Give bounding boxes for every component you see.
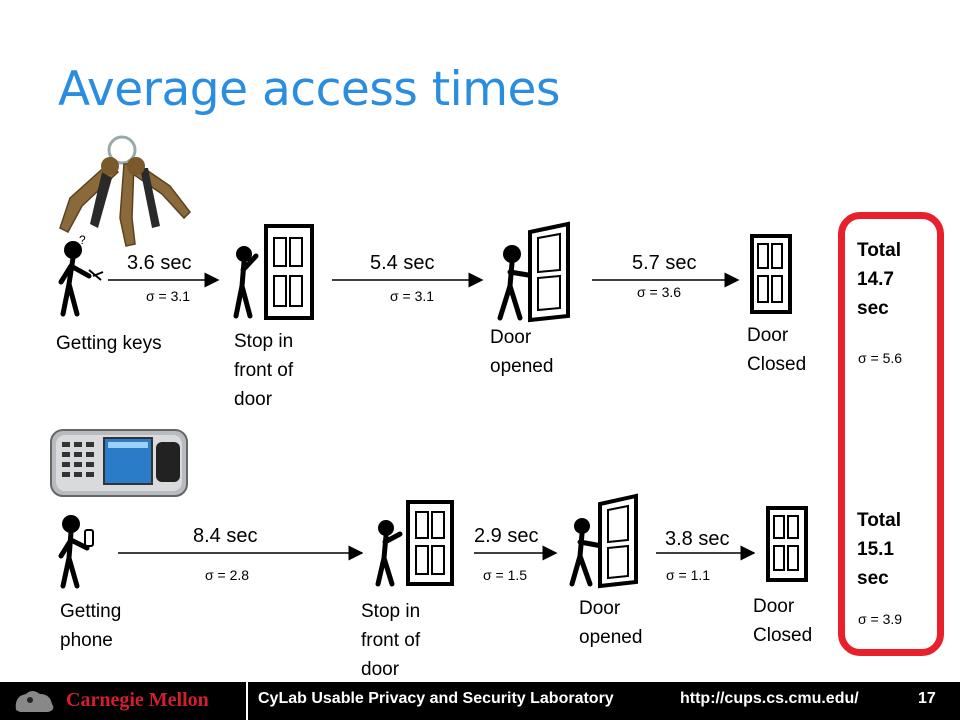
page-number: 17	[918, 690, 936, 707]
phone-step-3-time: 3.8 sec	[665, 528, 730, 550]
keys-total-line-3: sec	[857, 298, 889, 319]
phone-photo-icon	[50, 429, 188, 497]
slide-title: Average access times	[58, 62, 560, 117]
door-opened-phone-icon	[569, 493, 638, 589]
phone-step-2-time: 2.9 sec	[474, 525, 539, 547]
stage-stop-in-front-phone: Stop in front of door	[361, 601, 421, 680]
footer-lab-name: CyLab Usable Privacy and Security Labora…	[258, 690, 614, 707]
keys-step-2-sigma: σ = 3.1	[390, 288, 435, 304]
phone-total-line-1: Total	[857, 510, 901, 531]
totals-highlight-box	[838, 212, 944, 656]
keys-photo-icon	[59, 135, 191, 247]
keys-step-3-time: 5.7 sec	[632, 252, 697, 274]
keys-step-1-sigma: σ = 3.1	[146, 288, 191, 304]
phone-step-1-time: 8.4 sec	[193, 525, 258, 547]
footer-bar	[0, 682, 960, 720]
phone-total-line-2: 15.1	[857, 539, 894, 560]
person-at-door-icon	[233, 224, 314, 320]
stage-door-opened-keys: Door opened	[490, 327, 554, 377]
door-closed-phone-icon	[766, 506, 808, 582]
stage-getting-keys: Getting keys	[56, 333, 162, 354]
stage-stop-in-front-keys: Stop in front of door	[234, 331, 294, 410]
svg-text:?: ?	[79, 233, 86, 247]
stage-door-opened-phone: Door opened	[579, 598, 643, 648]
keys-total-line-2: 14.7	[857, 269, 894, 290]
keys-total-line-1: Total	[857, 240, 901, 261]
phone-step-3-sigma: σ = 1.1	[666, 567, 711, 583]
person-at-door-phone-icon	[375, 500, 454, 587]
cmu-logo-icon	[15, 691, 54, 712]
phone-step-1-sigma: σ = 2.8	[205, 567, 250, 583]
phone-step-2-sigma: σ = 1.5	[483, 567, 528, 583]
footer-url-link[interactable]: http://cups.cs.cmu.edu/	[680, 690, 859, 707]
stage-getting-phone: Getting phone	[60, 601, 122, 651]
keys-total: Total 14.7 sec	[857, 236, 901, 323]
footer-divider	[246, 682, 248, 720]
keys-step-1-time: 3.6 sec	[127, 252, 192, 274]
keys-step-2-time: 5.4 sec	[370, 252, 435, 274]
door-opened-icon	[497, 221, 570, 323]
footer-logo-text: Carnegie Mellon	[66, 689, 209, 711]
keys-step-3-sigma: σ = 3.6	[637, 284, 682, 300]
door-closed-icon	[750, 234, 792, 314]
stage-door-closed-keys: Door Closed	[747, 325, 807, 375]
phone-total-line-3: sec	[857, 568, 889, 589]
keys-total-sigma: σ = 5.6	[858, 350, 903, 366]
phone-total-sigma: σ = 3.9	[858, 611, 903, 627]
person-keys-icon: ?	[58, 233, 104, 317]
phone-total: Total 15.1 sec	[857, 506, 901, 593]
stage-door-closed-phone: Door Closed	[753, 596, 813, 646]
person-phone-icon	[58, 515, 94, 589]
